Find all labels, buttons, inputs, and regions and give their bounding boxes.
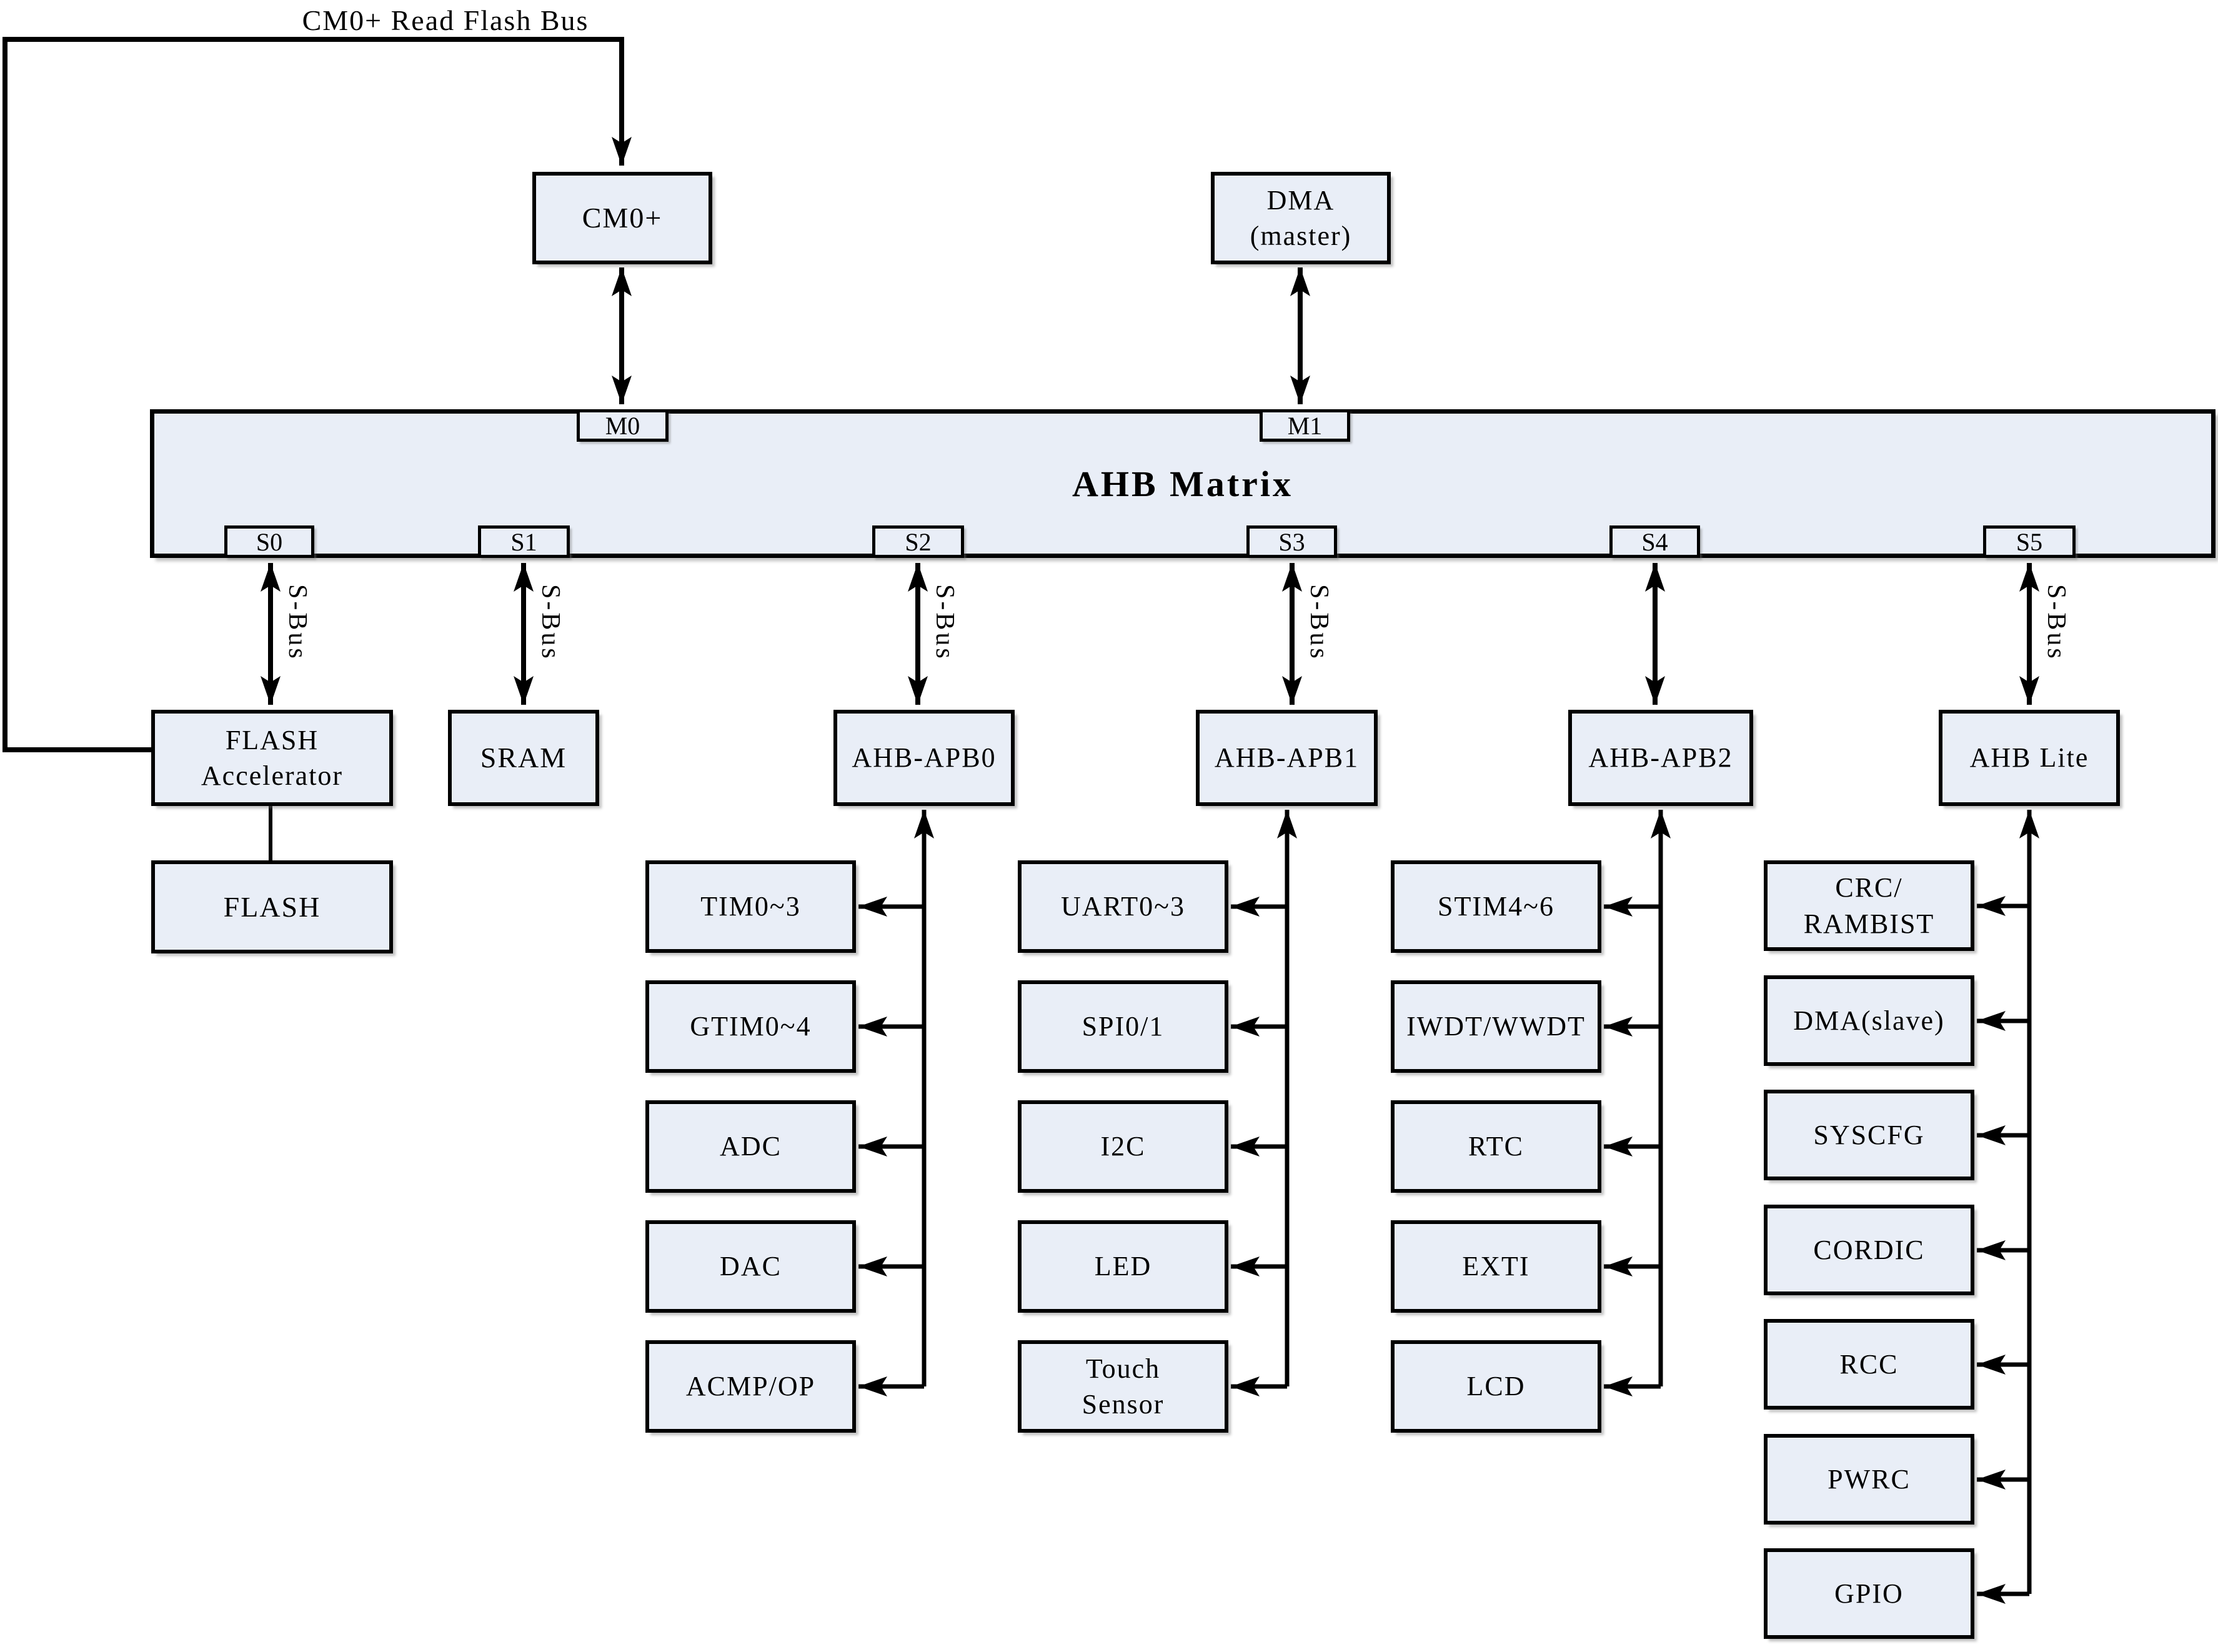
flash-accelerator-box: FLASH Accelerator — [151, 710, 393, 806]
peripheral-box-cordic: CORDIC — [1764, 1205, 1974, 1295]
peripheral-box-rcc: RCC — [1764, 1319, 1974, 1410]
peripheral-box-iwdt-wwdt: IWDT/WWDT — [1391, 980, 1601, 1073]
port-m0: M0 — [577, 409, 669, 442]
peripheral-box-stim4-6: STIM4~6 — [1391, 860, 1601, 953]
cm0-plus-box: CM0+ — [532, 172, 712, 264]
peripheral-box-gtim0-4: GTIM0~4 — [645, 980, 856, 1073]
peripheral-box-touch-sensor: Touch Sensor — [1018, 1340, 1228, 1433]
port-s1: S1 — [478, 525, 570, 558]
port-m1: M1 — [1260, 409, 1350, 442]
port-s0: S0 — [224, 525, 314, 558]
peripheral-box-dma-slave: DMA(slave) — [1764, 975, 1974, 1066]
dma-master-box: DMA (master) — [1211, 172, 1391, 264]
peripheral-box-adc: ADC — [645, 1100, 856, 1193]
ahb-matrix: AHB Matrix — [150, 409, 2216, 558]
read-flash-bus-label: CM0+ Read Flash Bus — [302, 4, 589, 36]
peripheral-box-gpio: GPIO — [1764, 1548, 1974, 1639]
s-bus-label-s0: S-Bus — [283, 584, 312, 661]
peripheral-box-i2c: I2C — [1018, 1100, 1228, 1193]
peripheral-box-lcd: LCD — [1391, 1340, 1601, 1433]
peripheral-box-dac: DAC — [645, 1220, 856, 1313]
peripheral-box-acmp-op: ACMP/OP — [645, 1340, 856, 1433]
peripheral-box-led: LED — [1018, 1220, 1228, 1313]
peripheral-box-uart0-3: UART0~3 — [1018, 860, 1228, 953]
ahb-apb1-bridge-box: AHB-APB1 — [1196, 710, 1378, 806]
s-bus-label-s5: S-Bus — [2042, 584, 2071, 661]
flash-box: FLASH — [151, 860, 393, 953]
connector-apb0-peripherals — [858, 810, 934, 1396]
peripheral-box-tim0-3: TIM0~3 — [645, 860, 856, 953]
port-s2: S2 — [872, 525, 964, 558]
connector-read-flash-bus — [2, 37, 632, 752]
peripheral-box-rtc: RTC — [1391, 1100, 1601, 1193]
peripheral-box-spi0-1: SPI0/1 — [1018, 980, 1228, 1073]
ahb-matrix-title: AHB Matrix — [1072, 463, 1294, 504]
port-s4: S4 — [1609, 525, 1700, 558]
peripheral-box-crc-rambist: CRC/ RAMBIST — [1764, 860, 1974, 951]
s-bus-label-s1: S-Bus — [536, 584, 565, 661]
connector-ahb-lite-peripherals — [1977, 810, 2039, 1604]
ahb-apb2-bridge-box: AHB-APB2 — [1568, 710, 1753, 806]
s-bus-label-s2: S-Bus — [930, 584, 959, 661]
sram-box: SRAM — [448, 710, 599, 806]
cm0-plus-label: CM0+ — [582, 202, 663, 234]
ahb-apb0-bridge-box: AHB-APB0 — [833, 710, 1015, 806]
port-s5: S5 — [1983, 525, 2076, 558]
s-bus-label-s3: S-Bus — [1305, 584, 1333, 661]
connector-apb2-peripherals — [1604, 810, 1671, 1396]
port-s3: S3 — [1246, 525, 1337, 558]
peripheral-box-syscfg: SYSCFG — [1764, 1090, 1974, 1180]
peripheral-box-pwrc: PWRC — [1764, 1434, 1974, 1525]
peripheral-box-exti: EXTI — [1391, 1220, 1601, 1313]
connector-apb1-peripherals — [1231, 810, 1297, 1396]
ahb-lite-bridge-box: AHB Lite — [1939, 710, 2120, 806]
